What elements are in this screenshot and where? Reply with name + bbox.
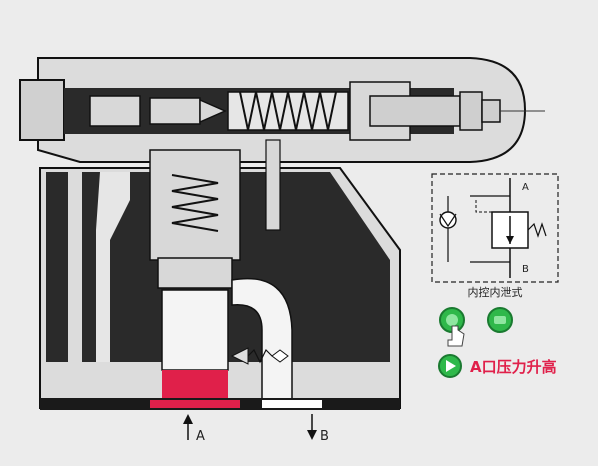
pressure-zone	[162, 370, 228, 398]
left-drain-channel	[46, 172, 68, 362]
port-b-marker: B	[307, 414, 329, 444]
vent-stem	[265, 139, 281, 231]
pilot-poppet	[149, 97, 201, 125]
port-b-passage	[231, 277, 293, 401]
port-a-marker: A	[183, 414, 205, 444]
play-triangle-icon	[446, 360, 456, 372]
spring-chamber	[227, 91, 349, 131]
main-spring	[171, 174, 219, 232]
poppet-cone	[199, 98, 227, 124]
main-poppet	[157, 257, 233, 289]
pilot-spool	[89, 95, 141, 127]
pressure-rise-label: A口压力升高	[470, 358, 557, 376]
stop-button[interactable]	[487, 307, 513, 333]
adjuster-screw	[369, 95, 461, 127]
port-a-label: A	[196, 429, 205, 444]
symbol-port-a: A	[522, 182, 529, 193]
lock-nut	[459, 91, 483, 131]
port-b-opening	[262, 400, 322, 408]
valve-upper-housing	[19, 57, 545, 163]
left-end-cap	[19, 79, 65, 141]
symbol-frame	[431, 173, 559, 283]
symbol-check-ball	[439, 211, 457, 229]
screw-tip	[481, 99, 501, 123]
pressure-rise-button[interactable]: A口压力升高	[438, 354, 557, 378]
hydraulic-symbol: A B 内控内泄式	[431, 173, 559, 299]
port-a-opening	[150, 400, 240, 408]
symbol-caption: 内控内泄式	[468, 285, 523, 299]
check-valve	[230, 347, 289, 365]
symbol-spring	[527, 222, 547, 238]
main-spool-sleeve	[149, 149, 241, 261]
symbol-port-b: B	[522, 264, 529, 275]
port-a-chamber	[161, 289, 229, 371]
valve-lower-body	[39, 139, 401, 410]
hand-cursor-icon	[447, 325, 465, 347]
pilot-passage	[96, 172, 130, 362]
pilot-spring	[239, 91, 337, 131]
port-b-label: B	[320, 429, 329, 444]
